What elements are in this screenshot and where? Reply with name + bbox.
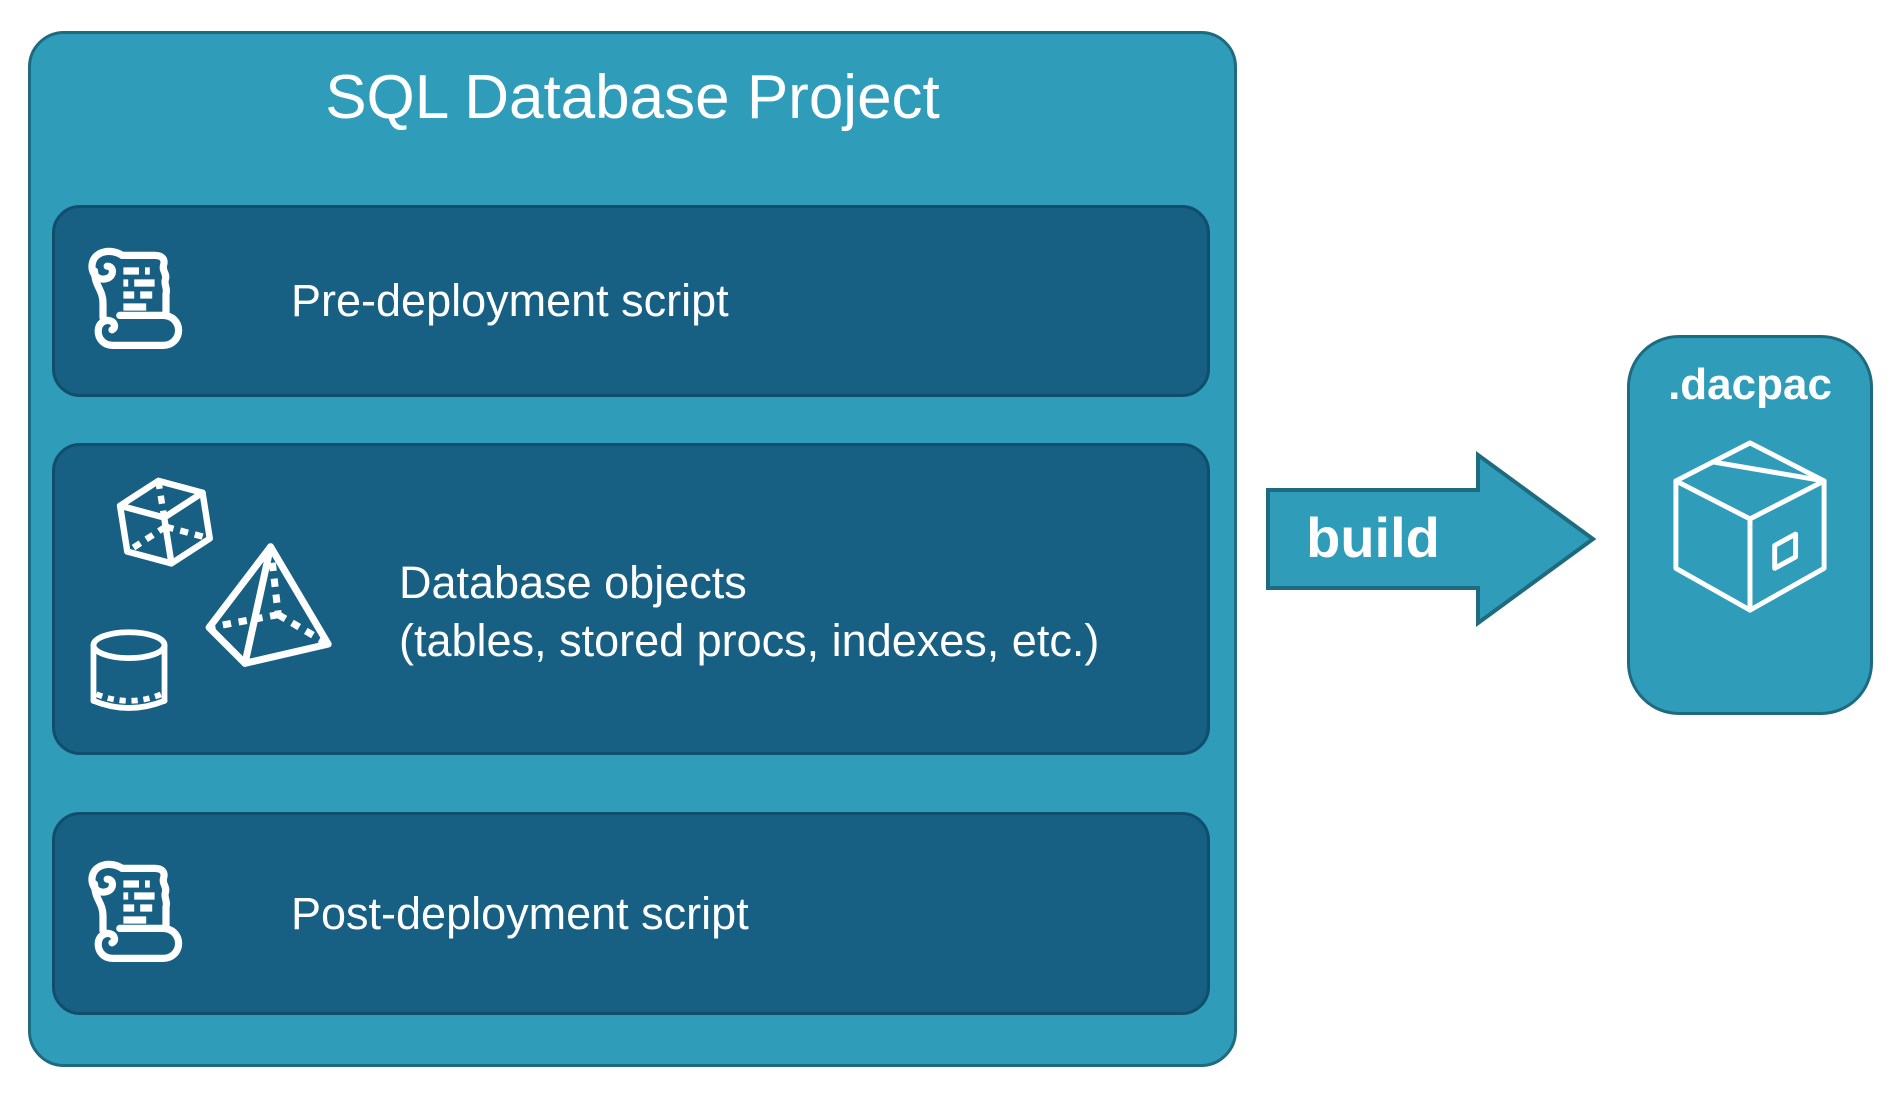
sql-database-project-container: SQL Database Project Pre-deployment scri… bbox=[28, 31, 1237, 1067]
dacpac-output-box: .dacpac bbox=[1627, 335, 1873, 715]
post-deployment-label: Post-deployment script bbox=[291, 887, 749, 939]
database-objects-row: Database objects (tables, stored procs, … bbox=[52, 443, 1210, 755]
database-objects-line1: Database objects bbox=[399, 557, 747, 608]
build-arrow bbox=[1266, 451, 1597, 627]
cube-icon bbox=[116, 477, 213, 567]
pre-deployment-label: Pre-deployment script bbox=[291, 275, 729, 326]
post-deployment-row: Post-deployment script bbox=[52, 812, 1210, 1015]
scroll-icon bbox=[88, 860, 183, 962]
pyramid-icon bbox=[205, 543, 332, 667]
pre-deployment-row: Pre-deployment script bbox=[52, 205, 1210, 397]
dacpac-label: .dacpac bbox=[1668, 360, 1832, 409]
build-arrow-label: build bbox=[1306, 506, 1440, 569]
cylinder-icon bbox=[90, 629, 168, 711]
database-objects-line2: (tables, stored procs, indexes, etc.) bbox=[399, 615, 1100, 666]
package-icon bbox=[1673, 440, 1827, 613]
scroll-icon bbox=[88, 247, 183, 349]
project-title: SQL Database Project bbox=[325, 63, 940, 132]
database-objects-label: Database objects (tables, stored procs, … bbox=[399, 554, 1099, 670]
